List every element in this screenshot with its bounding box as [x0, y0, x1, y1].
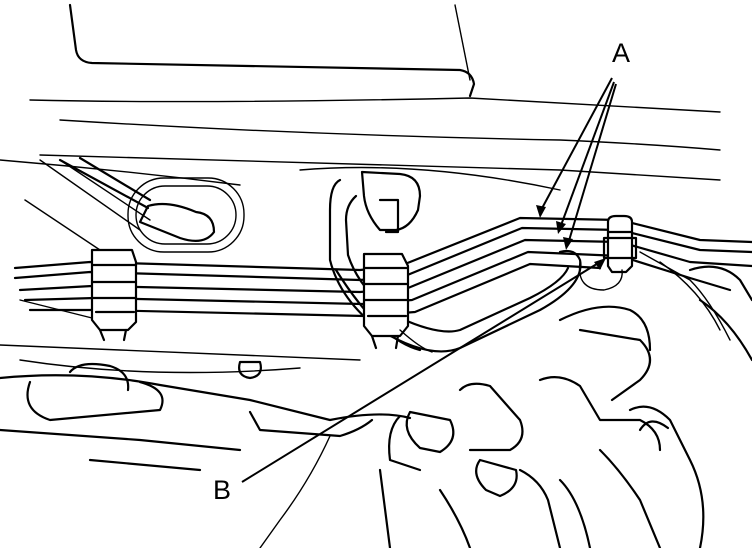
oval-grommet — [58, 156, 245, 253]
middle-clip — [362, 252, 433, 353]
callout-b-leader — [241, 258, 606, 483]
left-clip — [90, 248, 138, 342]
callout-a-leaders — [536, 77, 617, 250]
callout-label-b: B — [213, 475, 232, 505]
right-clip-b — [578, 214, 638, 291]
callout-label-a: A — [612, 38, 631, 68]
left-frame — [0, 159, 361, 374]
upper-panel — [29, 3, 721, 191]
lower-engine-components — [0, 265, 752, 548]
